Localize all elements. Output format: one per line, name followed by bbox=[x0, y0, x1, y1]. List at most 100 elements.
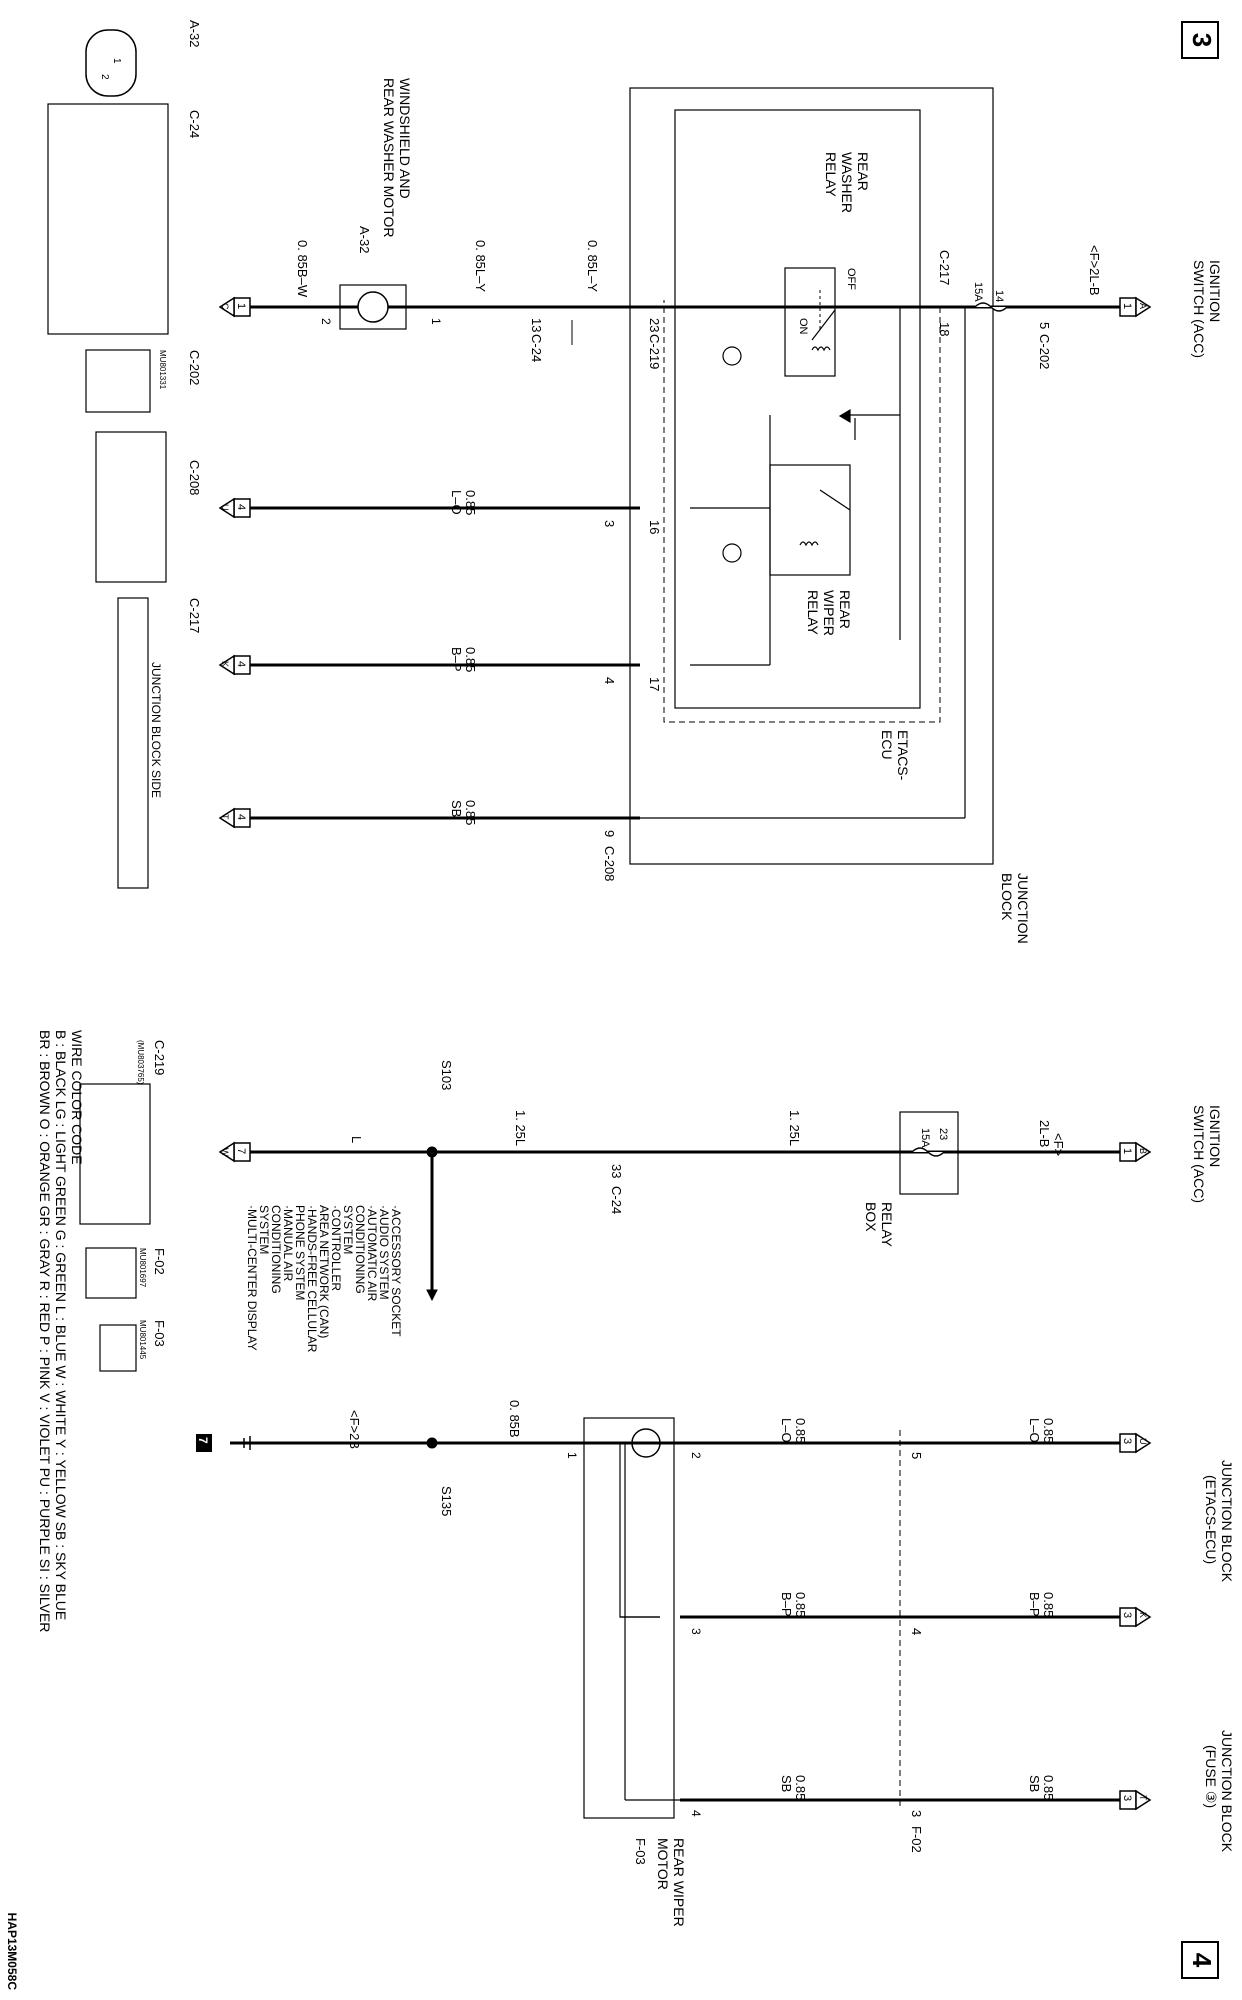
splice-s103: S103 bbox=[439, 1060, 454, 1090]
bottom-term-ign-b: B bbox=[1138, 1148, 1148, 1154]
fuse-14-symbol bbox=[974, 302, 1008, 312]
top-conn-a32: A-32 bbox=[357, 226, 372, 253]
top-term-ign-1: 1 bbox=[1121, 303, 1133, 309]
rear-motor-1: REAR WIPER bbox=[671, 1838, 687, 1927]
rear-washer-relay-box bbox=[784, 267, 836, 377]
bottom-wire-lo-l1: 0.85 bbox=[793, 1418, 808, 1443]
bottom-term-3t: 3 bbox=[1121, 1795, 1133, 1801]
top-term-ign-a: A bbox=[1138, 303, 1148, 309]
top-pin-23: 23 bbox=[647, 318, 662, 332]
top-circuit bbox=[218, 87, 1152, 865]
conn-c217-shape bbox=[117, 597, 149, 889]
washer-relay-1: REAR bbox=[855, 152, 871, 191]
bottom-wire-125l-a: 1. 25L bbox=[787, 1110, 802, 1146]
top-pin-18: 18 bbox=[937, 322, 952, 336]
conn-a32-shape bbox=[85, 29, 137, 97]
bottom-term-w: W bbox=[220, 1148, 230, 1157]
page-number-top: 3 bbox=[1187, 33, 1217, 47]
system-0: ·ACCESSORY SOCKET bbox=[389, 1205, 403, 1337]
diode-icon bbox=[838, 408, 851, 424]
top-ign-pin: 5 bbox=[1037, 322, 1052, 329]
fuse-23-symbol bbox=[911, 1147, 945, 1157]
bottom-motor-pin2: 2 bbox=[689, 1452, 703, 1459]
bottom-term-ign-1: 1 bbox=[1121, 1148, 1133, 1154]
ground-7-badge bbox=[196, 1434, 212, 1452]
jb-etacs-2: (ETACS-ECU) bbox=[1203, 1475, 1219, 1564]
bottom-wire-125l-b: 1. 25L bbox=[513, 1110, 528, 1146]
top-wire-sb-1: 0.85 bbox=[463, 800, 478, 825]
bottom-wire-lo-r2: L–O bbox=[1027, 1418, 1042, 1443]
bottom-pin-33: 33 bbox=[609, 1164, 624, 1178]
top-motor-pin1: 1 bbox=[429, 318, 443, 325]
figure-code: HAP13M058C bbox=[5, 1913, 19, 1991]
conn-c219-shape bbox=[79, 1083, 151, 1225]
system-6: AREA NETWORK (CAN) bbox=[317, 1205, 331, 1338]
relay-box bbox=[899, 1111, 959, 1195]
conn-c217-side: JUNCTION BLOCK SIDE bbox=[149, 662, 163, 798]
system-5: ·CONTROLLER bbox=[329, 1205, 343, 1291]
bottom-ign-wire-2: 2L-B bbox=[1037, 1120, 1052, 1147]
wiper-relay-2: WIPER bbox=[821, 590, 837, 636]
top-ign-label-2: SWITCH (ACC) bbox=[1191, 260, 1207, 358]
top-labels: IGNITION SWITCH (ACC) <F>2L-B 5 C-202 14… bbox=[220, 78, 1223, 944]
conn-f03-code: MU801445 bbox=[138, 1320, 147, 1360]
top-pin-4: 4 bbox=[602, 677, 617, 684]
bottom-pin-3: 3 bbox=[909, 1810, 924, 1817]
switch-off: OFF bbox=[845, 268, 857, 290]
top-wire-sb-2: SB bbox=[449, 800, 464, 817]
system-12: ·MULTI-CENTER DISPLAY bbox=[245, 1205, 259, 1351]
system-7: ·HANDS-FREE CELLULAR bbox=[305, 1205, 319, 1353]
top-term-c: C bbox=[220, 303, 230, 310]
washer-transistor-icon bbox=[722, 346, 742, 366]
conn-c219-code: (MU803765) bbox=[136, 1040, 145, 1085]
system-4: SYSTEM bbox=[341, 1205, 355, 1254]
page-number-bottom: 4 bbox=[1187, 1953, 1217, 1968]
bottom-wire-lo-l2: L–O bbox=[779, 1418, 794, 1443]
top-conn-c217: C-217 bbox=[937, 250, 952, 285]
system-1: ·AUDIO SYSTEM bbox=[377, 1205, 391, 1300]
bottom-conn-c24: C-24 bbox=[609, 1186, 624, 1214]
conn-c24-shape bbox=[47, 103, 169, 335]
switch-on: ON bbox=[797, 318, 809, 335]
wiper-transistor-icon bbox=[722, 543, 742, 563]
system-3: CONDITIONING bbox=[353, 1205, 367, 1294]
connector-pictures: A-32 1 2 C-24 C-202 MU801331 C-208 C-217… bbox=[47, 20, 202, 889]
bottom-wire-sb-l2: SB bbox=[779, 1775, 794, 1792]
top-wire-bp-1: 0.85 bbox=[463, 647, 478, 672]
conn-c217-label: C-217 bbox=[187, 598, 202, 633]
top-conn-c208: C-208 bbox=[602, 846, 617, 881]
jb-fuse-1: JUNCTION BLOCK bbox=[1219, 1730, 1235, 1853]
etacs-label-1: ETACS- bbox=[895, 730, 911, 781]
bottom-term-7: 7 bbox=[235, 1148, 247, 1154]
top-pin-16: 16 bbox=[647, 520, 662, 534]
top-pin-3: 3 bbox=[602, 520, 617, 527]
conn-c24-label: C-24 bbox=[187, 110, 202, 138]
washer-motor-icon bbox=[357, 291, 389, 323]
top-conn-c202: C-202 bbox=[1037, 334, 1052, 369]
top-fuse-num: 14 bbox=[993, 290, 1005, 302]
bottom-wire-l: L bbox=[349, 1136, 364, 1143]
top-ign-label-1: IGNITION bbox=[1207, 260, 1223, 322]
rear-wiper-motor-box bbox=[583, 1417, 675, 1819]
conn-c208-label: C-208 bbox=[187, 460, 202, 495]
bottom-conn-f03: F-03 bbox=[633, 1838, 648, 1865]
conn-f02-code: MU801697 bbox=[138, 1248, 147, 1288]
system-8: PHONE SYSTEM bbox=[293, 1205, 307, 1300]
top-fuse-amp: 15A bbox=[972, 282, 984, 302]
top-conn-c24: C-24 bbox=[529, 334, 544, 362]
conn-c219-label: C-219 bbox=[152, 1040, 167, 1075]
top-pin-13: 13 bbox=[529, 318, 544, 332]
top-wire-085ly-a: 0. 85L–Y bbox=[585, 240, 600, 292]
washer-relay-2: WASHER bbox=[839, 152, 855, 213]
bottom-term-3k: 3 bbox=[1121, 1612, 1133, 1618]
bottom-ign-wire-1: <F> bbox=[1051, 1133, 1066, 1156]
conn-a32-label: A-32 bbox=[187, 20, 202, 47]
bottom-gnd-wire: <F>2B bbox=[347, 1410, 362, 1449]
conn-c202-code: MU801331 bbox=[158, 350, 167, 390]
bottom-motor-pin3: 3 bbox=[689, 1628, 703, 1635]
top-wire-lo-2: L–O bbox=[449, 490, 464, 515]
conn-f03-label: F-03 bbox=[152, 1320, 167, 1347]
etacs-ecu-box bbox=[674, 109, 921, 709]
top-term-4t: 4 bbox=[235, 814, 247, 820]
